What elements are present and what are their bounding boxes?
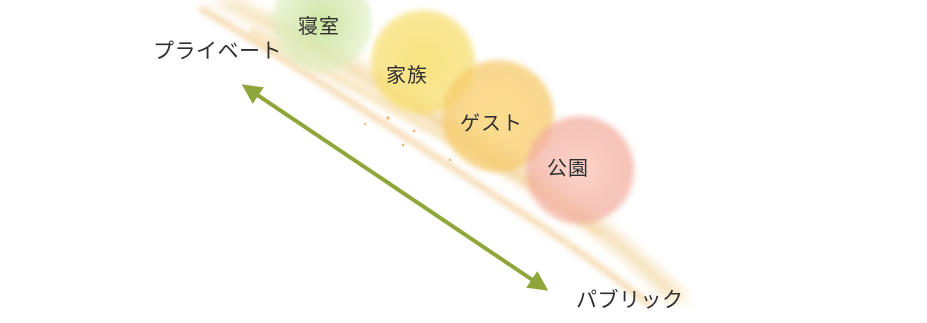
- space-label-park: 公園: [547, 156, 589, 180]
- space-bubble-bedroom: [272, 0, 372, 72]
- public-label: パブリック: [576, 288, 684, 312]
- privacy-axis-arrow: [241, 84, 549, 291]
- watercolor-streak: [210, 0, 690, 300]
- space-label-bedroom: 寝室: [298, 14, 340, 38]
- space-bubble-park: [526, 116, 634, 224]
- space-label-family: 家族: [386, 63, 428, 87]
- private-label: プライベート: [153, 39, 282, 63]
- space-label-guest: ゲスト: [460, 111, 523, 135]
